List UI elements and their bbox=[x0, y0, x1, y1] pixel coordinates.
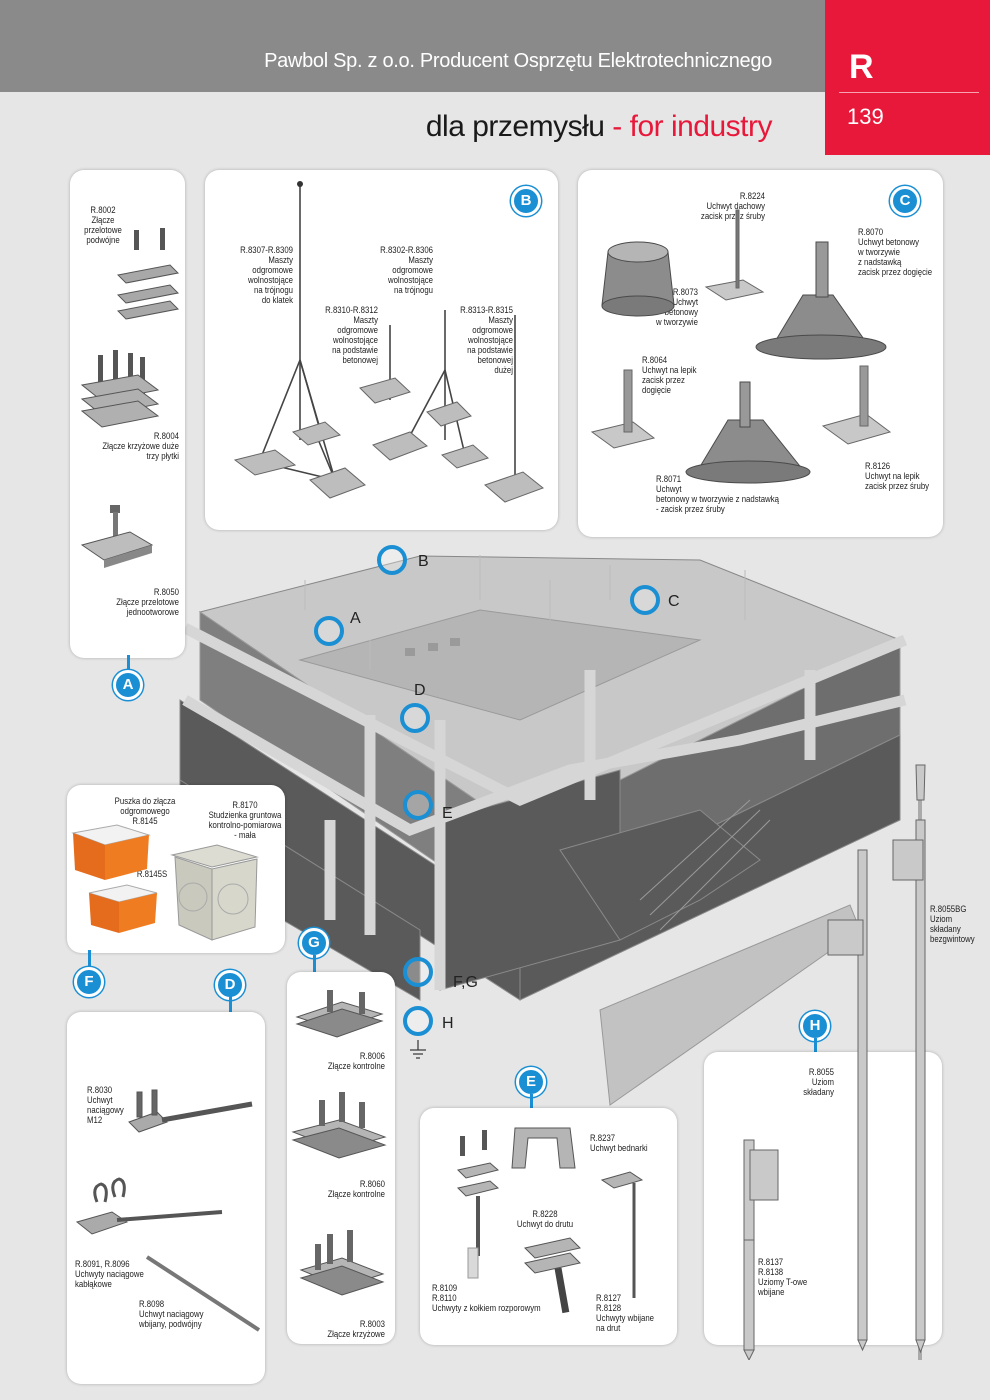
marker-e-label: E bbox=[442, 805, 453, 822]
earth-rods-image bbox=[743, 764, 926, 1360]
subtitle-en: for industry bbox=[629, 110, 773, 143]
connector-e bbox=[530, 1094, 533, 1110]
connector-f bbox=[88, 950, 91, 970]
section-divider bbox=[839, 92, 979, 93]
marker-fg-label: F,G bbox=[453, 974, 478, 991]
marker-b-ring[interactable] bbox=[377, 545, 407, 575]
marker-h-label: H bbox=[442, 1015, 454, 1032]
badge-b[interactable]: B bbox=[511, 186, 541, 216]
connectors-image bbox=[291, 990, 387, 1296]
marker-e-ring[interactable] bbox=[403, 790, 433, 820]
company-name: Pawbol Sp. z o.o. Producent Osprzętu Ele… bbox=[264, 50, 772, 72]
marker-d-ring[interactable] bbox=[400, 703, 430, 733]
marker-c-label: C bbox=[668, 593, 680, 610]
wire-holders-image bbox=[456, 1127, 644, 1314]
section-tab: R 139 bbox=[825, 0, 990, 155]
connector-g bbox=[313, 955, 316, 973]
marker-a-ring[interactable] bbox=[314, 616, 344, 646]
badge-e[interactable]: E bbox=[516, 1067, 546, 1097]
header-bar bbox=[0, 0, 825, 92]
boxes-image bbox=[71, 824, 259, 941]
badge-c[interactable]: C bbox=[890, 186, 920, 216]
label-r8145s: R.8145S bbox=[136, 869, 168, 880]
connector-a bbox=[127, 655, 130, 673]
badge-h[interactable]: H bbox=[800, 1011, 830, 1041]
tension-holders-image bbox=[75, 1089, 261, 1332]
masts-image bbox=[233, 181, 545, 503]
marker-c-ring[interactable] bbox=[630, 585, 660, 615]
holders-image bbox=[590, 209, 892, 484]
connector-h bbox=[814, 1038, 817, 1054]
badge-f[interactable]: F bbox=[74, 967, 104, 997]
marker-b-label: B bbox=[418, 553, 429, 570]
r8004-image bbox=[80, 350, 160, 428]
badge-a[interactable]: A bbox=[113, 670, 143, 700]
marker-a-label: A bbox=[350, 610, 361, 627]
marker-h-ring[interactable] bbox=[403, 1006, 433, 1036]
page-subtitle: dla przemysłu - for industry bbox=[425, 110, 773, 144]
r8050-image bbox=[80, 505, 154, 568]
marker-d-label: D bbox=[414, 682, 426, 699]
connector-d bbox=[229, 996, 232, 1014]
section-letter: R bbox=[849, 48, 874, 86]
marker-fg-ring[interactable] bbox=[403, 957, 433, 987]
r8002-image bbox=[116, 228, 180, 320]
subtitle-separator: - bbox=[604, 110, 630, 143]
page-number: 139 bbox=[847, 104, 884, 129]
subtitle-pl: dla przemysłu bbox=[425, 110, 605, 143]
badge-g[interactable]: G bbox=[299, 928, 329, 958]
